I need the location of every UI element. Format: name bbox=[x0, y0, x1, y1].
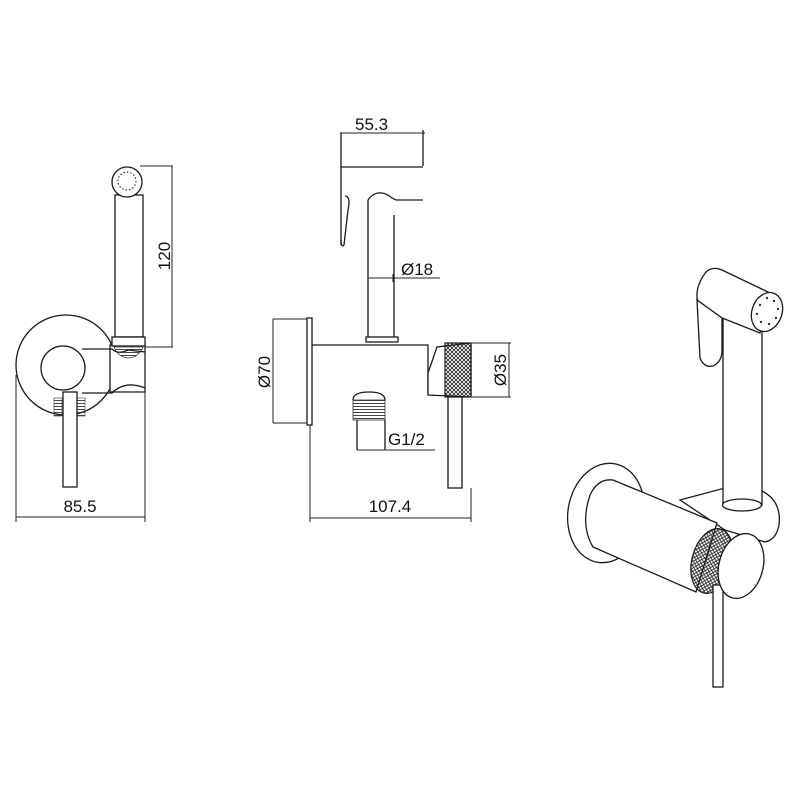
lever bbox=[62, 391, 78, 488]
handset-trigger bbox=[340, 195, 350, 247]
handset-tube bbox=[114, 194, 144, 338]
dim-120-lines bbox=[140, 165, 173, 348]
iso-tube-bottom bbox=[721, 498, 763, 512]
connector-top bbox=[352, 391, 386, 401]
iso-lever bbox=[712, 584, 724, 688]
dim-120-label: 120 bbox=[155, 242, 174, 270]
front-lever bbox=[447, 396, 463, 489]
side-view: 120 85.5 bbox=[15, 165, 174, 522]
iso-nozzle-dots-icon bbox=[755, 296, 780, 326]
iso-body-cylinder bbox=[585, 479, 718, 593]
hose-neck bbox=[367, 200, 395, 340]
spray-nozzles-icon bbox=[117, 171, 137, 191]
dim-35-label: Ø35 bbox=[491, 354, 510, 386]
escutcheon-plate bbox=[306, 317, 313, 426]
dim-70-label: Ø70 bbox=[255, 356, 274, 388]
dim-18-line bbox=[368, 274, 440, 282]
spray-head bbox=[111, 166, 143, 198]
thread-right bbox=[76, 397, 86, 417]
iso-spray-face bbox=[750, 291, 784, 333]
front-view: 55.3 Ø18 Ø70 Ø35 G1/2 107.4 bbox=[255, 115, 511, 522]
dim-55-3-ext bbox=[340, 130, 424, 245]
valve-body bbox=[312, 344, 429, 395]
connector-thread bbox=[352, 399, 386, 421]
dim-107-4-label: 107.4 bbox=[369, 497, 412, 516]
iso-handle-cap bbox=[717, 532, 765, 600]
handset-base bbox=[111, 336, 146, 347]
dim-107-4-lines bbox=[309, 425, 472, 522]
iso-trigger bbox=[696, 298, 723, 367]
dim-g12-label: G1/2 bbox=[388, 430, 425, 449]
iso-handset-tube bbox=[722, 314, 763, 506]
isometric-view bbox=[566, 267, 784, 688]
dim-85-5-lines bbox=[15, 350, 146, 522]
neck-base bbox=[365, 336, 399, 343]
thread-left bbox=[53, 397, 63, 417]
holder-bottom bbox=[82, 384, 146, 394]
knurled-band bbox=[444, 342, 472, 398]
dim-70-lines bbox=[272, 318, 307, 424]
handset-body-top bbox=[367, 192, 423, 201]
dim-55-3-label: 55.3 bbox=[355, 115, 388, 134]
dim-85-5-label: 85.5 bbox=[63, 497, 96, 516]
dim-35-lines bbox=[472, 342, 511, 398]
dim-18-label: Ø18 bbox=[401, 260, 433, 279]
handset-connector bbox=[113, 346, 144, 359]
connector-body bbox=[356, 420, 386, 450]
handle-knob bbox=[40, 345, 86, 391]
